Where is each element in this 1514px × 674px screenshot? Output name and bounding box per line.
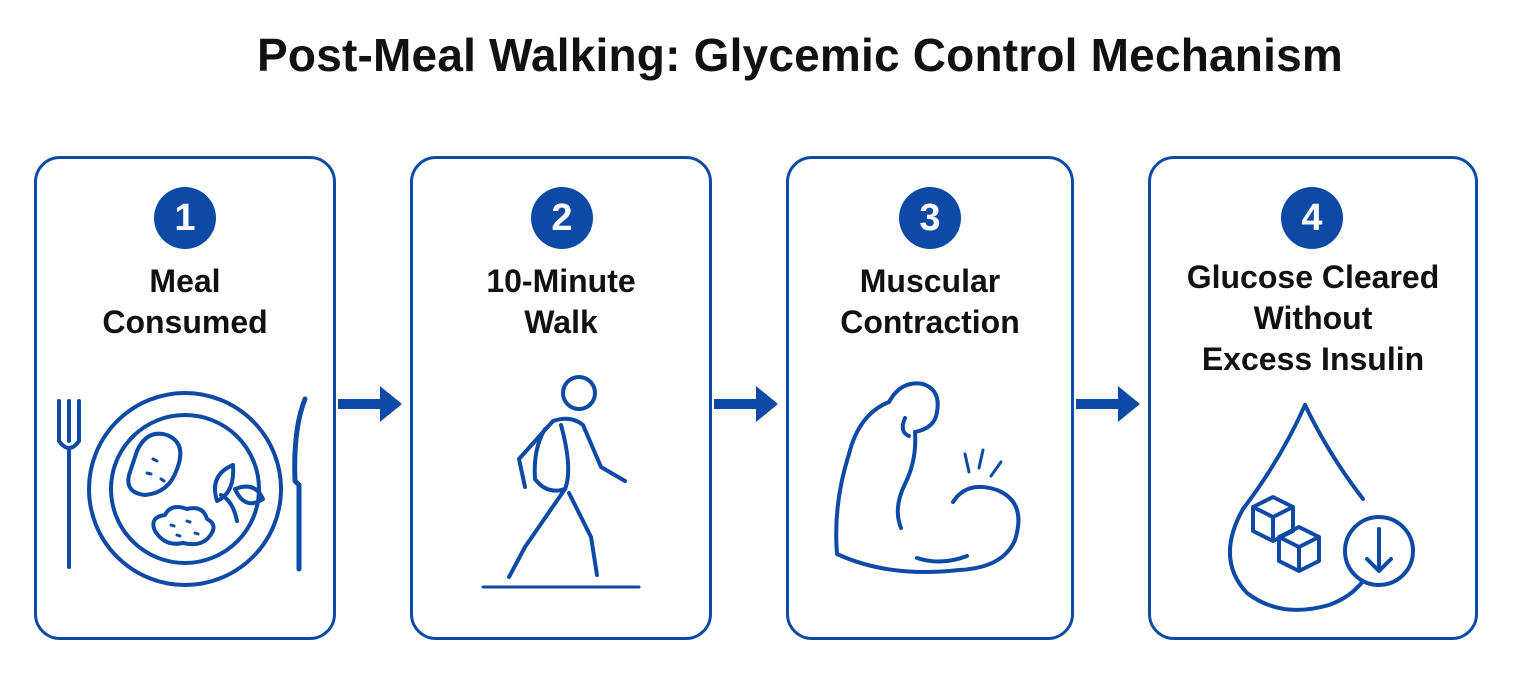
flexed-arm-icon: [834, 381, 1021, 574]
step-card-10-minute-walk: 2 10-Minute Walk: [410, 156, 712, 640]
plate-with-fork-and-knife-icon: [57, 391, 308, 587]
page-title: Post-Meal Walking: Glycemic Control Mech…: [257, 29, 1343, 81]
flow-arrow-icon: [338, 386, 402, 422]
step-card-meal-consumed: 1 Meal Consumed: [34, 156, 336, 640]
step-number-badge: 3: [899, 187, 961, 249]
flow-arrow-icon: [714, 386, 778, 422]
step-label: Glucose Cleared Without Excess Insulin: [1186, 259, 1440, 377]
step-number-badge: 4: [1281, 187, 1343, 249]
step-card-muscular-contraction: 3 Muscular Contraction: [786, 156, 1074, 640]
step-card-glucose-cleared: 4 Glucose Cleared Without Excess Insulin: [1148, 156, 1478, 640]
flow-arrow-icon: [1076, 386, 1140, 422]
step-label: Meal Consumed: [102, 263, 268, 340]
walking-person-icon: [481, 375, 641, 589]
step-label: 10-Minute Walk: [486, 263, 636, 340]
step-number-badge: 2: [531, 187, 593, 249]
step-label: Muscular Contraction: [840, 263, 1020, 340]
step-number-badge: 1: [154, 187, 216, 249]
glucose-drop-icon: [1228, 403, 1415, 612]
